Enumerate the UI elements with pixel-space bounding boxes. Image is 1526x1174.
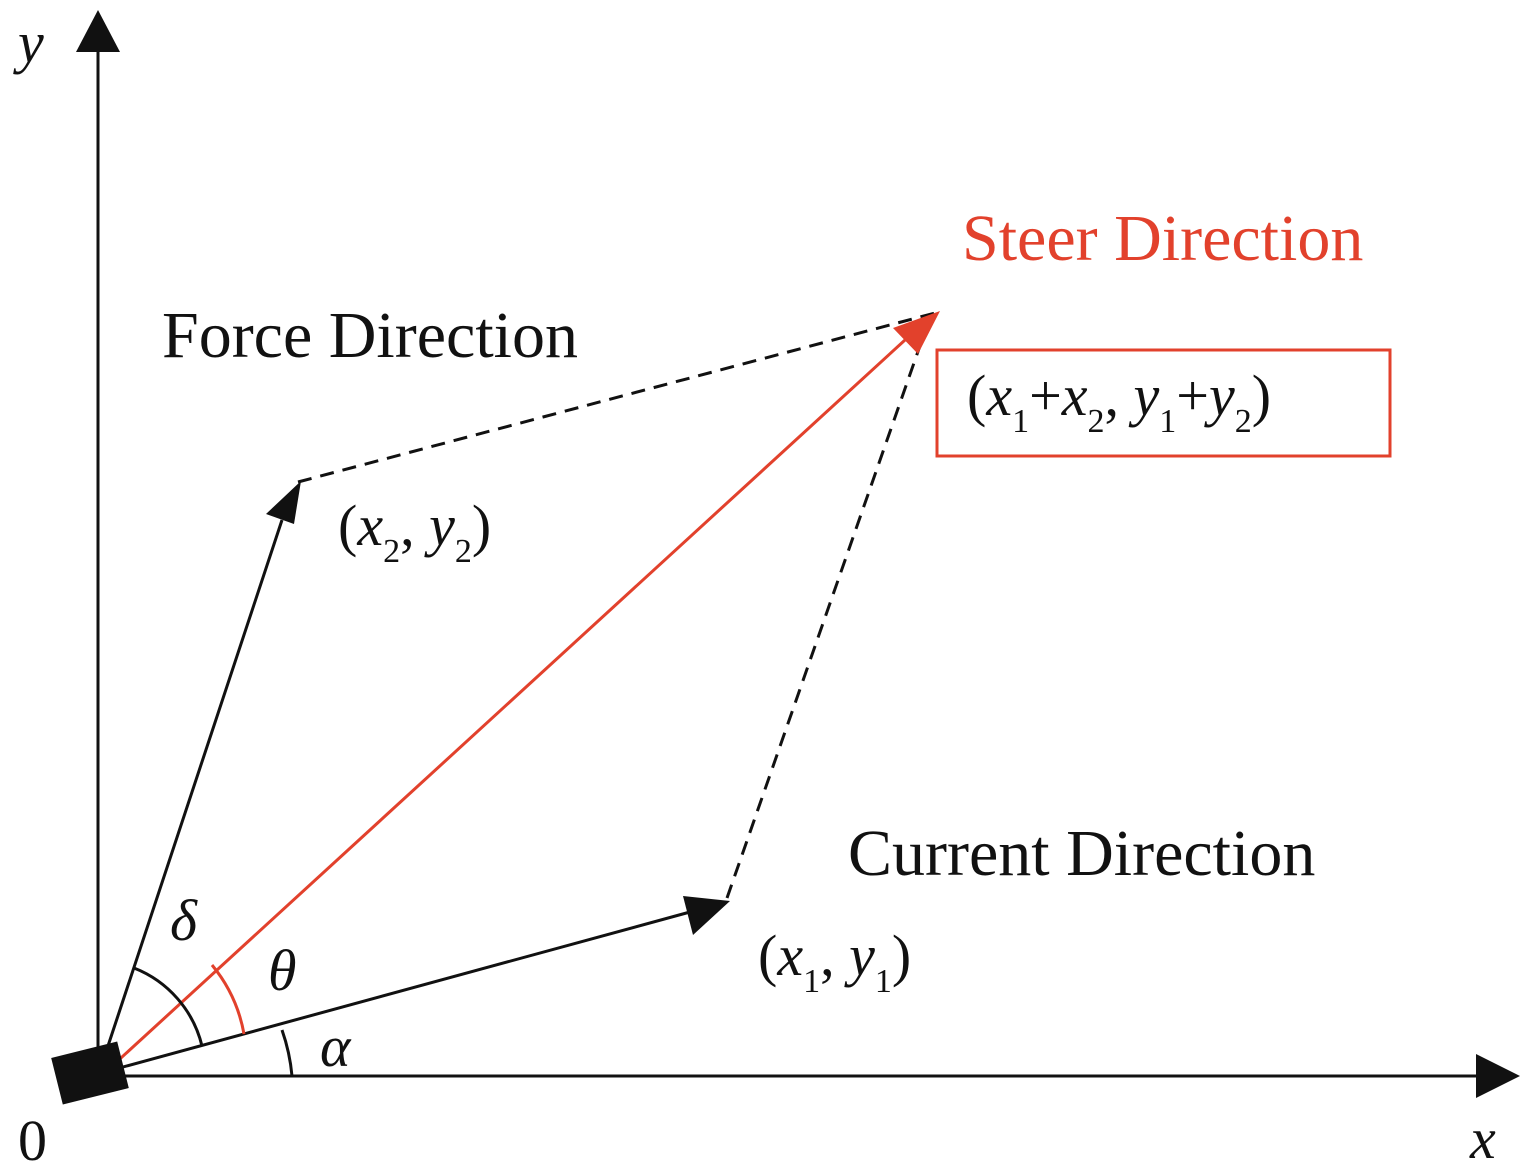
alpha-arc <box>280 1029 294 1077</box>
x-axis-label: x <box>1469 1106 1496 1171</box>
y-axis-label: y <box>13 10 44 75</box>
x-axis-arrowhead <box>1476 1054 1520 1098</box>
steer-direction-label: Steer Direction <box>962 202 1363 275</box>
theta-arc <box>210 964 246 1035</box>
sum-box <box>935 348 1392 458</box>
point-2-label: (x2, y2) <box>338 493 491 570</box>
robot-block <box>51 1041 129 1105</box>
point-1-label: (x1, y1) <box>758 923 911 1000</box>
dashed-current-to-steer <box>725 339 924 899</box>
current-direction-label: Current Direction <box>848 817 1315 890</box>
dashed-force-to-steer <box>297 311 936 484</box>
delta-arc <box>133 966 204 1047</box>
sum-point-label: (x1+x2, y1+y2) <box>967 363 1271 440</box>
theta-label: θ <box>268 938 297 1003</box>
alpha-label: α <box>320 1014 352 1079</box>
force-arrowhead <box>266 481 301 524</box>
current-vector <box>111 910 691 1072</box>
origin-label: 0 <box>18 1108 47 1173</box>
y-axis-arrowhead <box>76 10 120 52</box>
steer-arrowhead <box>893 311 940 354</box>
steer-vector <box>108 338 907 1070</box>
delta-label: δ <box>170 888 198 953</box>
force-vector <box>102 519 284 1059</box>
force-direction-label: Force Direction <box>162 299 578 372</box>
current-arrowhead <box>683 896 730 935</box>
